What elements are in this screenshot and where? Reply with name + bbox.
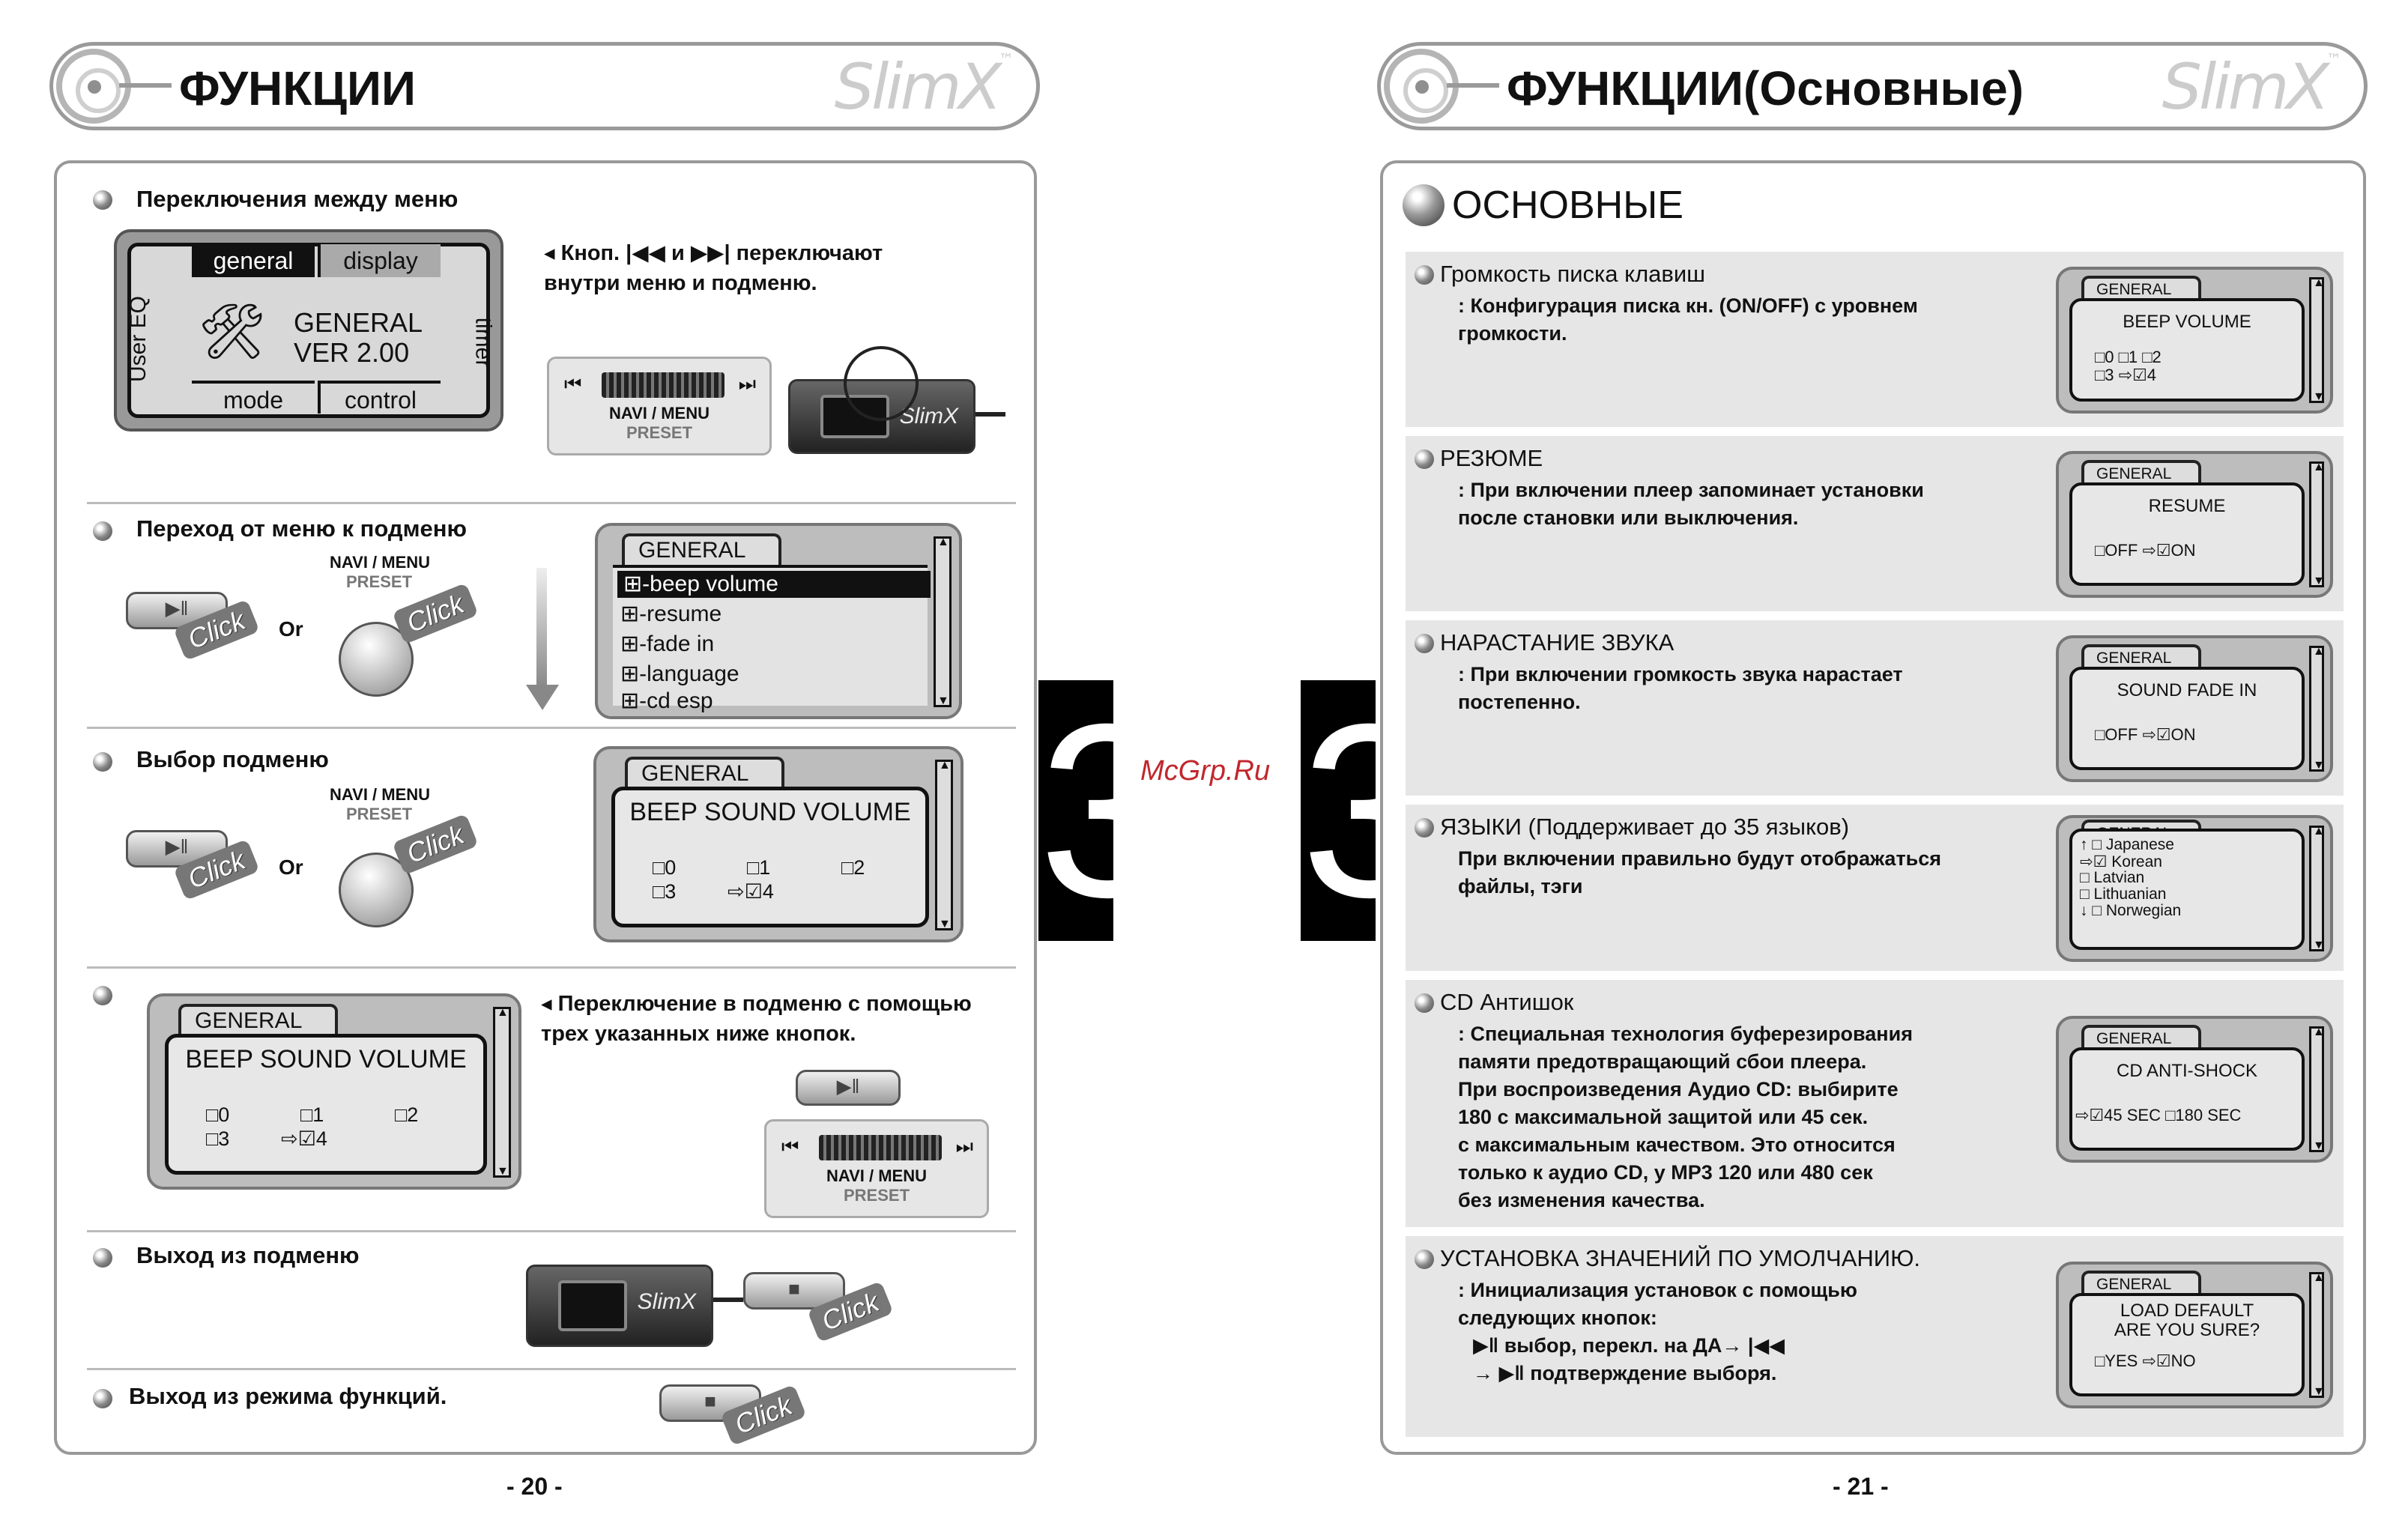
right-page-header: ФУНКЦИИ(Основные) SlimX™: [1377, 42, 2368, 130]
bullet-icon: [93, 521, 112, 541]
setting-resume: РЕЗЮМЕ : При включении плеер запоминает …: [1406, 436, 2344, 611]
down-arrow-icon: [536, 568, 547, 688]
next-icon: ⏭: [738, 372, 756, 395]
brand-logo: SlimX™: [834, 50, 1014, 124]
navi-control[interactable]: ⏮ ⏭ NAVI / MENU PRESET: [764, 1119, 989, 1218]
section-label: Выход из подменю: [136, 1242, 360, 1268]
section-label: Переключения между меню: [136, 186, 459, 212]
beep-sound-lcd: GENERAL BEEP SOUND VOLUME □0 □1 □2 □3 ⇨☑…: [147, 993, 521, 1190]
player-device: SlimX: [526, 1265, 713, 1347]
chapter-marker-left: 3: [1038, 680, 1113, 941]
brand-logo: SlimX™: [2162, 50, 2341, 124]
s4-note: ◂ Переключение в подменю с помощью трех …: [541, 992, 972, 1046]
header-ring-icon: [1384, 49, 1459, 124]
load-default-lcd: GENERAL LOAD DEFAULT ARE YOU SURE? □YES …: [2056, 1262, 2333, 1408]
setting-languages: ЯЗЫКИ (Поддерживает до 35 языков) При вк…: [1406, 805, 2344, 971]
right-panel: ОСНОВНЫЕ Громкость писка клавиш : Конфиг…: [1380, 160, 2366, 1455]
page-title: ФУНКЦИИ(Основные): [1507, 61, 2024, 115]
page-number: - 21 -: [1833, 1473, 1889, 1500]
tools-icon: 🛠: [198, 302, 267, 362]
section-label: Переход от меню к подменю: [136, 515, 467, 542]
s1-note: ◂ Кноп. |◀◀ и ▶▶| переключают внутри мен…: [544, 241, 883, 295]
page-number: - 20 -: [506, 1473, 563, 1500]
menu-item[interactable]: ⊞-fade in: [620, 632, 715, 656]
bullet-icon: [93, 1248, 112, 1268]
bullet-icon: [93, 752, 112, 772]
resume-lcd: GENERAL RESUME □OFF ⇨☑ON: [2056, 451, 2333, 598]
section-bullet-icon: [1403, 184, 1445, 226]
fade-in-lcd: GENERAL SOUND FADE IN □OFF ⇨☑ON: [2056, 635, 2333, 782]
section-label: Выбор подменю: [136, 746, 329, 772]
main-menu-lcd: general display User EQ timer 🛠 GENERAL …: [114, 229, 503, 432]
watermark: McGrp.Ru: [1140, 755, 1271, 787]
language-lcd: GENERAL ↑ □ Japanese ⇨☑ Korean □ Latvian…: [2056, 815, 2333, 962]
setting-cd-antishock: CD Антишок : Специальная технология буфе…: [1406, 980, 2344, 1227]
bullet-icon: [93, 1389, 112, 1408]
next-icon: ⏭: [955, 1135, 973, 1157]
left-panel: Переключения между меню general display …: [54, 160, 1037, 1455]
general-menu-lcd: GENERAL ⊞-beep volume ⊞-resume ⊞-fade in…: [595, 523, 962, 719]
left-page-header: ФУНКЦИИ SlimX™: [49, 42, 1040, 130]
setting-load-default: УСТАНОВКА ЗНАЧЕНИЙ ПО УМОЛЧАНИЮ. : Иници…: [1406, 1236, 2344, 1437]
section-title: ОСНОВНЫЕ: [1452, 184, 1684, 227]
beep-sound-lcd: GENERAL BEEP SOUND VOLUME □0 □1 □2 □3 ⇨☑…: [593, 746, 963, 942]
page-title: ФУНКЦИИ: [179, 61, 417, 115]
menu-item[interactable]: ⊞-cd esp: [620, 688, 713, 713]
section-label: Выход из режима функций.: [129, 1383, 447, 1409]
menu-item[interactable]: ⊞-resume: [620, 602, 722, 626]
menu-item[interactable]: ⊞-language: [620, 661, 739, 686]
cd-antishock-lcd: GENERAL CD ANTI-SHOCK ⇨☑45 SEC □180 SEC: [2056, 1016, 2333, 1163]
click-badge: Click: [392, 582, 479, 645]
bullet-icon: [93, 190, 112, 210]
beep-volume-lcd: GENERAL BEEP VOLUME □0 □1 □2 □3 ⇨☑4: [2056, 267, 2333, 414]
play-pause-button[interactable]: ▶‖: [796, 1070, 901, 1106]
menu-item-beep-volume[interactable]: ⊞-beep volume: [617, 571, 931, 598]
setting-fade-in: НАРАСТАНИЕ ЗВУКА : При включении громкос…: [1406, 620, 2344, 796]
prev-icon: ⏮: [781, 1135, 799, 1157]
zoom-circle: [844, 346, 919, 421]
prev-icon: ⏮: [564, 372, 582, 395]
header-ring-icon: [56, 49, 131, 124]
navi-control[interactable]: ⏮ ⏭ NAVI / MENU PRESET: [547, 357, 772, 455]
setting-beep-volume: Громкость писка клавиш : Конфигурация пи…: [1406, 252, 2344, 427]
bullet-icon: [93, 986, 112, 1005]
chapter-marker-right: 3: [1301, 680, 1376, 941]
